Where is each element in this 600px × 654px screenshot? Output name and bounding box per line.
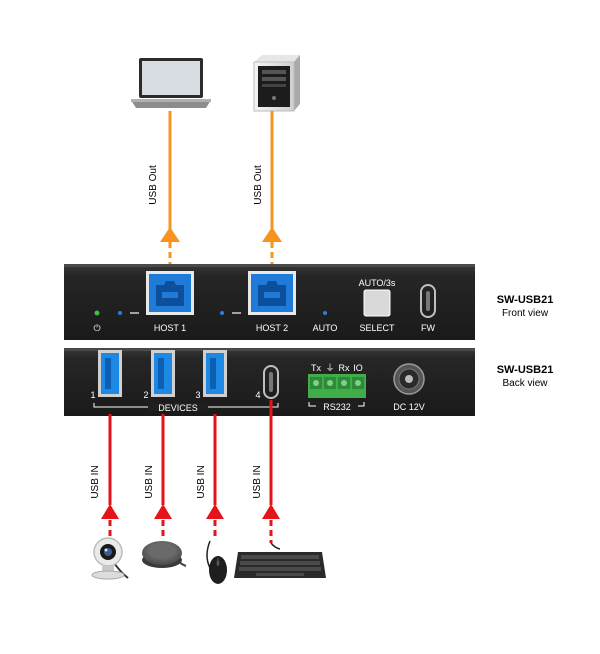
rs232-pin-gnd: ⏚ bbox=[325, 363, 334, 373]
fw-label: FW bbox=[421, 323, 435, 333]
dc-power-jack[interactable] bbox=[393, 363, 425, 395]
device-port-2[interactable] bbox=[151, 350, 175, 397]
front-panel: ⏻ HOST 1 HOST 2 AUTO AUTO/3s SELECT bbox=[64, 264, 475, 340]
mouse-icon bbox=[206, 540, 227, 584]
port-number-3: 3 bbox=[195, 390, 200, 400]
rs232-terminal-block[interactable] bbox=[308, 374, 366, 398]
front-view-label: Front view bbox=[502, 308, 549, 319]
device-port-3[interactable] bbox=[203, 350, 227, 397]
keyboard-icon bbox=[234, 542, 326, 578]
rs232-label: RS232 bbox=[323, 402, 351, 412]
usb-in-label-4: USB IN bbox=[252, 465, 263, 498]
back-view-label: Back view bbox=[502, 378, 548, 389]
host2-usb-b-port[interactable] bbox=[248, 271, 296, 315]
usb-out-label-2: USB Out bbox=[253, 165, 264, 205]
device-port-1[interactable] bbox=[98, 350, 122, 397]
power-led bbox=[94, 310, 100, 316]
fw-usb-c-port[interactable] bbox=[420, 284, 436, 318]
rs232-pin-io: IO bbox=[353, 363, 363, 373]
usb-in-label-2: USB IN bbox=[144, 465, 155, 498]
usb-in-arrow-2 bbox=[154, 414, 172, 538]
select-button[interactable] bbox=[363, 289, 391, 317]
usb-in-label-3: USB IN bbox=[196, 465, 207, 498]
rs232-pin-tx: Tx bbox=[311, 363, 321, 373]
auto-led bbox=[323, 311, 327, 315]
port-number-1: 1 bbox=[90, 390, 95, 400]
auto-label: AUTO bbox=[313, 323, 338, 333]
host1-usb-b-port[interactable] bbox=[146, 271, 194, 315]
host2-led bbox=[220, 311, 224, 315]
webcam-icon bbox=[91, 537, 129, 580]
dc-label: DC 12V bbox=[393, 402, 425, 412]
select-label: SELECT bbox=[359, 323, 395, 333]
usb-out-arrow-host1 bbox=[160, 111, 180, 268]
back-model-label: SW-USB21 bbox=[497, 364, 554, 376]
auto-time-label: AUTO/3s bbox=[359, 278, 396, 288]
speakerphone-icon bbox=[142, 541, 187, 568]
host2-label: HOST 2 bbox=[256, 323, 288, 333]
front-model-label: SW-USB21 bbox=[497, 294, 554, 306]
usb-in-arrow-4 bbox=[262, 400, 280, 543]
usb-out-label-1: USB Out bbox=[148, 165, 159, 205]
desktop-tower-icon bbox=[253, 55, 300, 112]
usb-in-label-1: USB IN bbox=[90, 465, 101, 498]
host1-led bbox=[118, 311, 122, 315]
usb-in-arrow-1 bbox=[101, 414, 119, 540]
usb-out-arrow-host2 bbox=[262, 111, 282, 268]
devices-label: DEVICES bbox=[158, 403, 198, 413]
host1-label: HOST 1 bbox=[154, 323, 186, 333]
device-port-4[interactable] bbox=[263, 365, 279, 399]
port-number-2: 2 bbox=[143, 390, 148, 400]
laptop-icon bbox=[131, 58, 211, 108]
port-number-4: 4 bbox=[255, 390, 260, 400]
power-icon: ⏻ bbox=[93, 323, 100, 333]
rs232-pin-rx: Rx bbox=[339, 363, 350, 373]
usb-in-arrow-3 bbox=[206, 414, 224, 540]
